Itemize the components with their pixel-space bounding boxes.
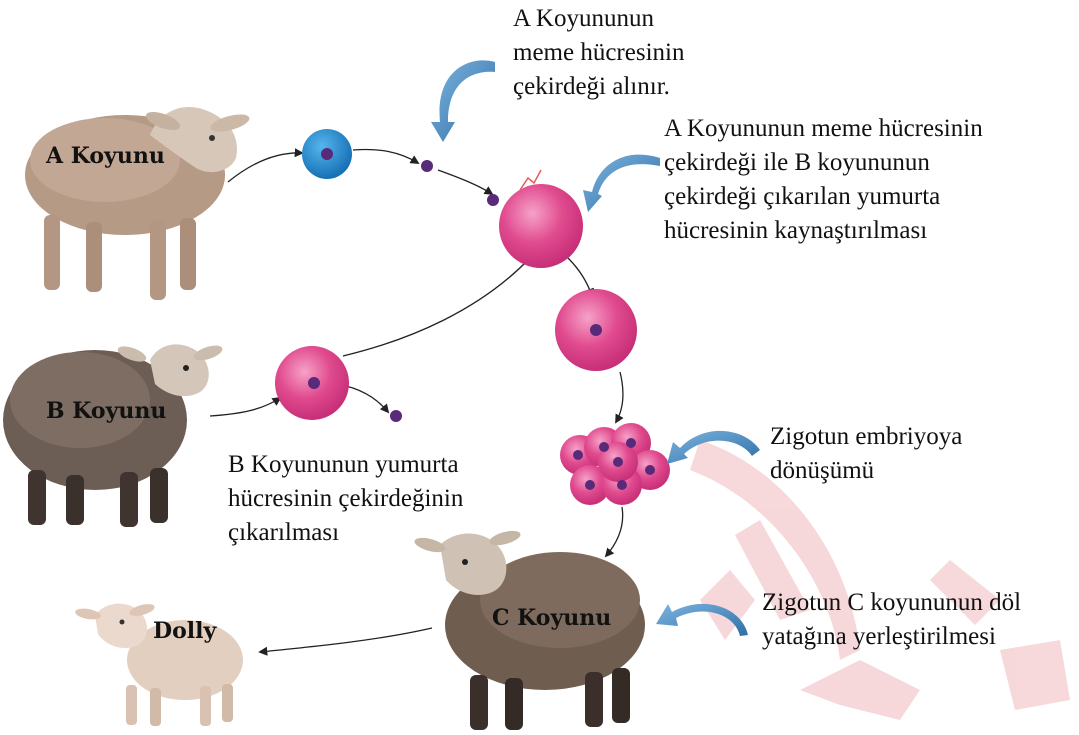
dolly-illustration: Dolly (74, 602, 243, 726)
arrow-nucleus-to-egg (438, 170, 492, 194)
arrow-c-to-dolly (260, 628, 432, 652)
note-implant: Zigotun C koyununun döl yatağına yerleşt… (762, 586, 1021, 654)
nucleus-icon-fusing (487, 194, 499, 206)
removed-nucleus-icon (390, 410, 402, 422)
arrow-egg-to-fusion (343, 258, 530, 356)
note-line: Zigotun C koyununun döl (762, 586, 1021, 620)
sheep-a-illustration: A Koyunu (25, 107, 251, 300)
note-line: çekirdeği çıkarılan yumurta (664, 180, 983, 214)
dolly-label: Dolly (153, 618, 217, 644)
note-line: çekirdeği ile B koyununun (664, 146, 983, 180)
note-line: A Koyununun (513, 2, 684, 36)
note-line: A Koyununun meme hücresinin (664, 112, 983, 146)
note-nucleus-removed: B Koyununun yumurta hücresinin çekirdeği… (228, 448, 463, 550)
sheep-b-illustration: B Koyunu (3, 343, 224, 527)
note-line: çekirdeği alınır. (513, 70, 684, 104)
note-line: dönüşümü (770, 454, 962, 488)
arrow-mammary-to-nucleus (353, 150, 418, 163)
note-nucleus-taken: A Koyununun meme hücresinin çekirdeği al… (513, 2, 684, 104)
arrow-b-to-egg (210, 398, 280, 416)
note-line: hücresinin çekirdeğinin (228, 482, 463, 516)
arrow-a-to-mammary-cell (228, 153, 302, 182)
note-line: Zigotun embriyoya (770, 420, 962, 454)
callout-arrow-fusion (583, 155, 660, 212)
arrow-embryo-to-c (606, 507, 623, 556)
fused-egg-cell-icon (499, 184, 583, 268)
arrow-zygote-to-embryo (616, 372, 623, 422)
note-line: hücresinin kaynaştırılması (664, 214, 983, 248)
sheep-c-illustration: C Koyunu (413, 528, 645, 730)
note-line: B Koyununun yumurta (228, 448, 463, 482)
embryo-cluster-icon (560, 423, 670, 505)
note-line: yatağına yerleştirilmesi (762, 620, 1021, 654)
zygote-cell-icon (555, 289, 637, 371)
sheep-a-label: A Koyunu (45, 143, 165, 169)
note-line: çıkarılması (228, 516, 463, 550)
egg-cell-b-icon (275, 346, 349, 420)
mammary-cell-icon (302, 129, 352, 179)
sheep-b-label: B Koyunu (46, 398, 166, 424)
note-embryo: Zigotun embriyoya dönüşümü (770, 420, 962, 488)
note-fusion: A Koyununun meme hücresinin çekirdeği il… (664, 112, 983, 248)
callout-arrow-nucleus-taken (431, 60, 495, 142)
nucleus-icon (421, 160, 433, 172)
sheep-c-label: C Koyunu (492, 605, 611, 631)
note-line: meme hücresinin (513, 36, 684, 70)
